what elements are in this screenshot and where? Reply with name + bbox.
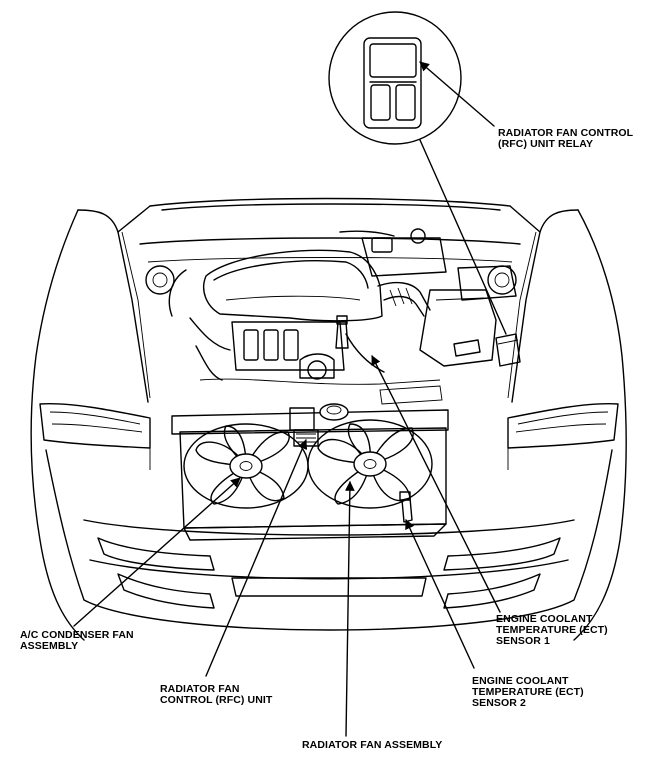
- label-ac-condenser-fan-line2: ASSEMBLY: [20, 640, 79, 652]
- leader-lines: [73, 61, 507, 737]
- label-ac-condenser-fan: A/C CONDENSER FAN ASSEMBLY: [20, 630, 134, 652]
- label-radiator-fan-assembly-line1: RADIATOR FAN ASSEMBLY: [302, 739, 443, 751]
- label-ac-condenser-fan-line1: A/C CONDENSER FAN: [20, 629, 134, 641]
- label-rfc-unit-line1: RADIATOR FAN: [160, 683, 240, 695]
- label-rfc-unit-relay: RADIATOR FAN CONTROL (RFC) UNIT RELAY: [498, 128, 633, 150]
- radiator-fan-assembly: [171, 403, 449, 541]
- label-rfc-unit-relay-line2: (RFC) UNIT RELAY: [498, 138, 594, 150]
- vehicle-body: [30, 197, 627, 641]
- label-ect-sensor-2-line2: TEMPERATURE (ECT): [472, 686, 584, 698]
- label-rfc-unit: RADIATOR FAN CONTROL (RFC) UNIT: [160, 684, 272, 706]
- engine: [139, 228, 521, 405]
- right-fan: [317, 423, 414, 505]
- label-ect-sensor-2-line1: ENGINE COOLANT: [472, 675, 569, 687]
- label-ect-sensor-1-line1: ENGINE COOLANT: [496, 613, 593, 625]
- label-ect-sensor-1-line2: TEMPERATURE (ECT): [496, 624, 608, 636]
- label-ect-sensor-2: ENGINE COOLANT TEMPERATURE (ECT) SENSOR …: [472, 676, 584, 709]
- label-radiator-fan-assembly: RADIATOR FAN ASSEMBLY: [302, 740, 442, 751]
- label-ect-sensor-1-line3: SENSOR 1: [496, 635, 550, 647]
- left-fan: [195, 425, 290, 505]
- relay-detail-callout: [328, 11, 462, 145]
- label-ect-sensor-1: ENGINE COOLANT TEMPERATURE (ECT) SENSOR …: [496, 614, 608, 647]
- label-rfc-unit-line2: CONTROL (RFC) UNIT: [160, 694, 273, 706]
- label-rfc-unit-relay-line1: RADIATOR FAN CONTROL: [498, 127, 634, 139]
- label-ect-sensor-2-line3: SENSOR 2: [472, 697, 526, 709]
